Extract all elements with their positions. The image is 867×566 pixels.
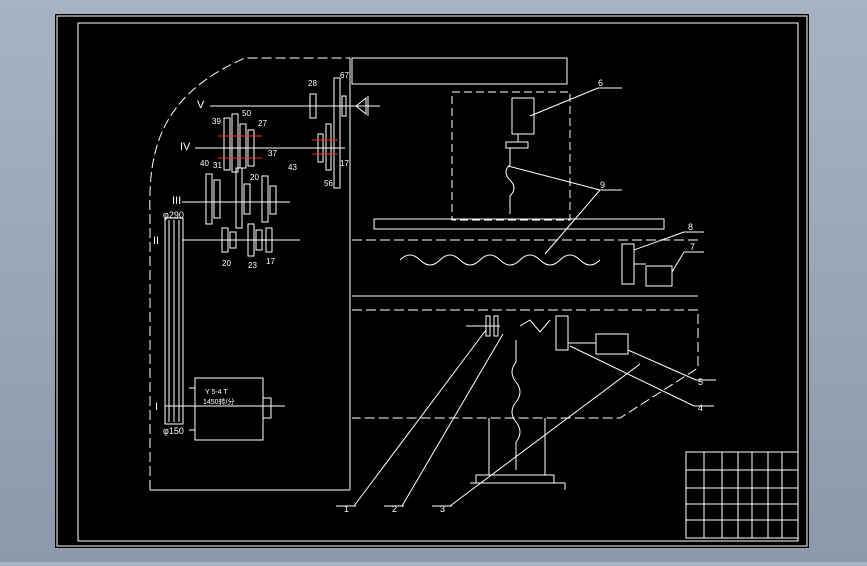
pulley-bottom-label: φ150: [163, 426, 184, 436]
callout-1: 1: [344, 504, 349, 514]
spindle-motor: [511, 97, 535, 135]
gear-label-67: 67: [340, 71, 349, 80]
callout-4: 4: [698, 403, 703, 413]
callout-6: 6: [598, 78, 603, 88]
leader-9a: [507, 165, 601, 191]
leader-9b: [544, 189, 601, 255]
overarm: [351, 57, 568, 85]
gear-iii-a: [235, 167, 243, 229]
knee-gearbox: [555, 315, 569, 351]
gear-label-39: 39: [212, 117, 221, 126]
gear-iv-c: [317, 133, 324, 163]
pulley-top-label: φ290: [163, 210, 184, 220]
shaft-label-ii: II: [153, 235, 159, 247]
gear-label-37: 37: [268, 149, 277, 158]
gear-67: [333, 77, 341, 189]
vertical-leadscrew: [505, 148, 515, 214]
shaft-label-iii: III: [172, 195, 181, 207]
gear-label-56: 56: [324, 179, 333, 188]
knee-clutch-a: [485, 315, 491, 337]
motor-spec-line1: Y 5-4 T: [205, 389, 228, 396]
title-block: [685, 451, 799, 539]
leader-2: [401, 333, 504, 507]
gear-label-28: 28: [308, 79, 317, 88]
leader-5: [627, 349, 697, 381]
motor-endcap: [262, 397, 272, 419]
callout-9: 9: [600, 180, 605, 190]
drawing-sheet: [55, 14, 809, 548]
gear-20a: [243, 183, 251, 215]
column-outline: [149, 57, 350, 490]
knee-spring: [519, 319, 551, 333]
table-leadscrew: [399, 254, 601, 266]
gear-28: [309, 93, 317, 119]
elev-foot: [470, 482, 566, 490]
leader-6: [529, 87, 599, 117]
gear-ii-b: [255, 229, 263, 251]
gear-43: [269, 185, 277, 215]
motor-spec-line2: 1450转/分: [203, 397, 235, 406]
spindle-motor-base: [505, 141, 529, 149]
worktable: [373, 218, 665, 230]
shaft-label-i: I: [155, 401, 158, 413]
gear-label-43: 43: [288, 163, 297, 172]
belt-drive: [164, 217, 184, 425]
gear-label-20a: 20: [250, 173, 259, 182]
callout-7: 7: [690, 242, 695, 252]
leader-8: [633, 231, 685, 251]
leader-1: [353, 329, 487, 507]
gear-v-small: [341, 95, 347, 117]
knee-motor-5: [595, 333, 629, 355]
feed-motor-7: [645, 265, 673, 287]
gear-label-50: 50: [242, 109, 251, 118]
spindle-coupling: [355, 96, 367, 116]
gear-20b: [229, 231, 237, 249]
knee-clutch-b: [493, 315, 499, 337]
gear-ii-a: [221, 227, 229, 253]
shaft-label-iv: IV: [180, 141, 191, 153]
gear-label-27: 27: [258, 119, 267, 128]
leader-3: [449, 363, 641, 507]
gear-iv-b: [247, 129, 255, 167]
knee-outline: [352, 309, 699, 419]
gear-56: [325, 123, 332, 171]
gear-31: [213, 179, 221, 219]
gear-iii-b: [261, 175, 269, 223]
gear-27: [239, 123, 247, 169]
gear-17a: [265, 227, 273, 253]
callout-2: 2: [392, 504, 397, 514]
outer-frame: [56, 15, 808, 547]
shaft-label-v: V: [197, 99, 205, 111]
leader-7: [671, 251, 685, 273]
callout-5: 5: [698, 377, 703, 387]
callout-8: 8: [688, 222, 693, 232]
gear-label-31: 31: [213, 161, 222, 170]
gear-39: [223, 117, 231, 171]
gear-label-17b: 17: [340, 159, 349, 168]
gear-40: [205, 173, 213, 225]
leader-4: [569, 345, 695, 407]
gear-23: [247, 223, 255, 257]
gear-50: [231, 113, 239, 173]
inner-frame: [77, 22, 799, 542]
spindle-housing: [451, 91, 571, 221]
gear-label-17a: 17: [266, 257, 275, 266]
callout-3: 3: [440, 504, 445, 514]
gear-label-23: 23: [248, 261, 257, 270]
gear-label-40: 40: [200, 159, 209, 168]
gear-label-20b: 20: [222, 259, 231, 268]
knee-leadscrew: [511, 340, 521, 470]
